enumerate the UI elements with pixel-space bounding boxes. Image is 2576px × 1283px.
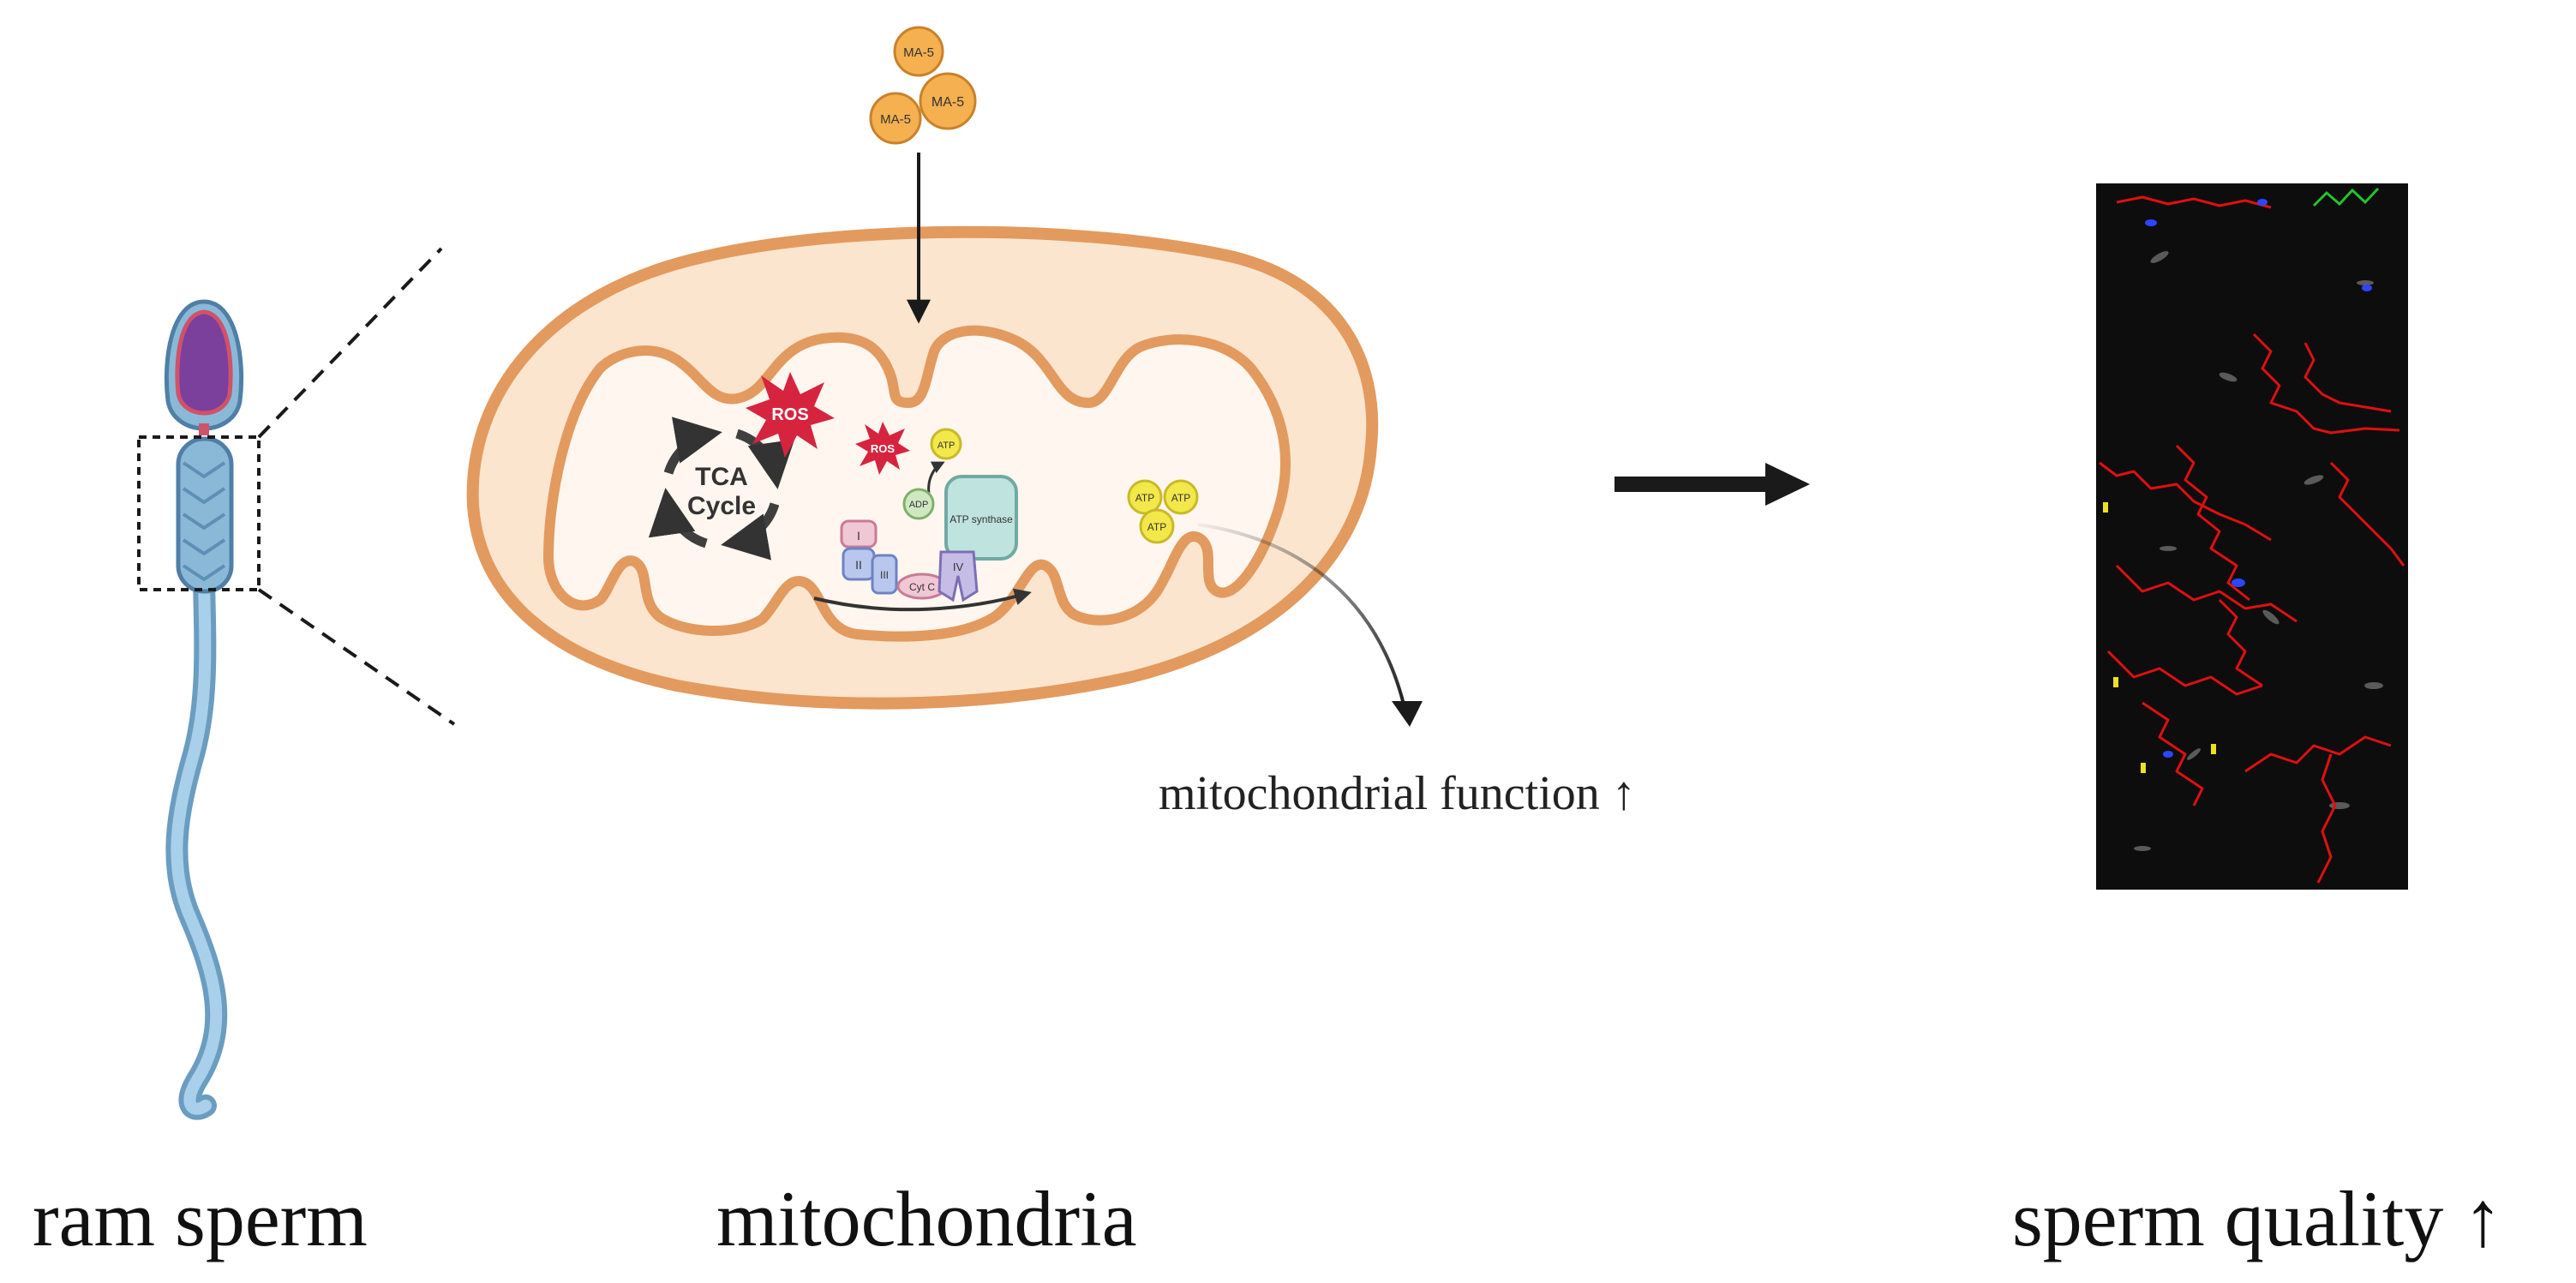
complex-iv: IV <box>938 550 979 603</box>
sperm-icon <box>164 299 244 1120</box>
mitochondrion-icon <box>466 225 1379 710</box>
proton-flow-arrow <box>813 588 1032 612</box>
casa-micrograph <box>2096 183 2408 890</box>
ma5-molecule: MA-5 <box>919 72 977 130</box>
sperm-acrosome <box>175 309 233 416</box>
ros-burst-icon: ROS <box>855 422 910 475</box>
svg-text:ATP: ATP <box>938 441 956 451</box>
tca-label-line2: Cycle <box>687 492 756 520</box>
mitochondrial-function-label: mitochondrial function ↑ <box>1159 767 1636 820</box>
svg-text:ADP: ADP <box>909 500 929 510</box>
complex-i: I <box>840 519 878 549</box>
svg-text:I: I <box>857 529 860 543</box>
svg-text:ATP synthase: ATP synthase <box>950 513 1013 525</box>
svg-text:MA-5: MA-5 <box>903 45 934 60</box>
svg-text:III: III <box>880 569 889 581</box>
zoom-guide-bottom <box>257 588 456 726</box>
sperm-midpiece <box>176 436 234 594</box>
atp-molecule: ATP <box>930 428 962 460</box>
svg-text:IV: IV <box>953 561 964 573</box>
ros-label: ROS <box>871 442 896 455</box>
atp-synthase: ATP synthase <box>944 475 1018 561</box>
zoom-box <box>137 435 261 591</box>
tca-label-line1: TCA <box>695 463 748 491</box>
svg-text:ATP: ATP <box>1135 492 1154 504</box>
caption-ram-sperm: ram sperm <box>33 1175 368 1262</box>
zoom-guide-top <box>257 247 443 439</box>
ros-label: ROS <box>771 405 808 424</box>
complex-iii: III <box>871 554 898 595</box>
adp-molecule: ADP <box>902 488 935 520</box>
svg-text:MA-5: MA-5 <box>932 95 964 110</box>
caption-sperm-quality: sperm quality ↑ <box>2012 1175 2503 1262</box>
caption-mitochondria: mitochondria <box>716 1175 1137 1262</box>
atp-molecule: ATP <box>1163 479 1199 515</box>
function-arrowhead <box>1392 701 1423 727</box>
cytochrome-c: Cyt C <box>896 573 948 600</box>
function-arrow <box>1197 523 1407 712</box>
ma5-molecule: MA-5 <box>869 92 922 145</box>
svg-text:ATP: ATP <box>1147 521 1166 533</box>
atp-molecule: ATP <box>1127 479 1163 515</box>
ma5-molecule: MA-5 <box>893 26 944 77</box>
atp-molecule: ATP <box>1139 508 1175 544</box>
svg-text:II: II <box>855 558 862 572</box>
ros-burst-icon: ROS <box>746 372 835 458</box>
svg-text:ATP: ATP <box>1171 492 1190 504</box>
electron-transport-chain: I II III Cyt C IV <box>840 519 979 603</box>
tca-cycle-icon: TCA Cycle <box>648 417 795 561</box>
svg-text:Cyt C: Cyt C <box>909 581 935 593</box>
complex-ii: II <box>842 547 876 581</box>
svg-text:MA-5: MA-5 <box>880 112 911 127</box>
big-arrow <box>1614 463 1810 506</box>
